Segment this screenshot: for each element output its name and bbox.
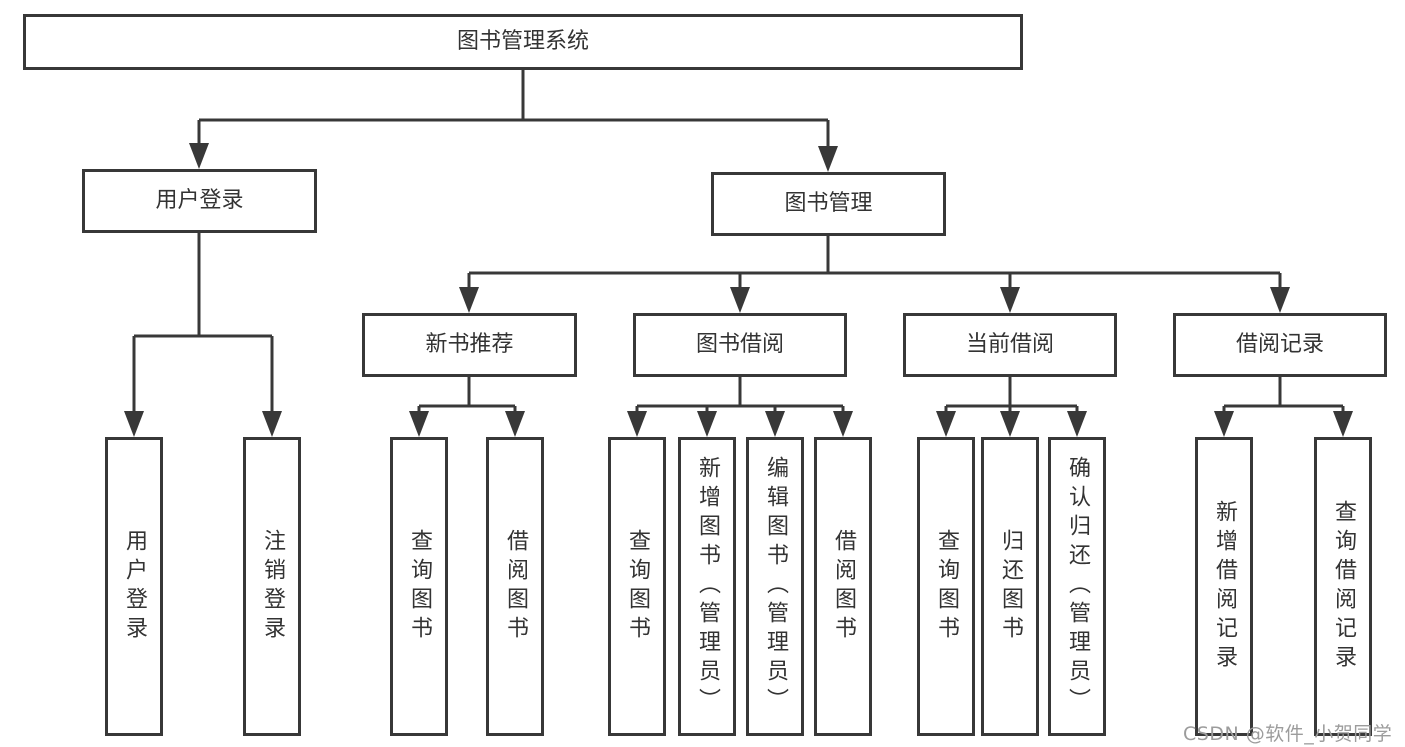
- connector-borrowrecords-to-leaves: [1214, 377, 1353, 437]
- node-new-book-recommend: 新书推荐: [362, 313, 577, 377]
- node-label: 用户登录: [155, 188, 244, 213]
- leaf-current-query: 查询图书: [917, 437, 975, 736]
- node-label: 借阅记录: [1235, 332, 1324, 357]
- leaf-borrow-query: 查询图书: [608, 437, 666, 736]
- node-label: 图书借阅: [695, 332, 784, 357]
- connector-currentborrowing-to-leaves: [936, 377, 1087, 437]
- node-user-login: 用户登录: [82, 169, 317, 233]
- leaf-label: 确认归还（管理员）: [1065, 456, 1090, 717]
- leaf-label: 新增借阅记录: [1212, 499, 1237, 674]
- leaf-label: 归还图书: [998, 528, 1023, 645]
- leaf-newbooks-query: 查询图书: [390, 437, 448, 736]
- leaf-user-login: 用户登录: [105, 437, 163, 736]
- leaf-borrow-add-admin: 新增图书（管理员）: [678, 437, 736, 736]
- leaf-borrow-book: 借阅图书: [814, 437, 872, 736]
- leaf-records-add: 新增借阅记录: [1195, 437, 1253, 736]
- node-label: 新书推荐: [425, 332, 514, 357]
- leaf-label: 借阅图书: [503, 528, 528, 645]
- leaf-label: 新增图书（管理员）: [695, 456, 720, 717]
- leaf-label: 用户登录: [122, 528, 147, 645]
- node-label: 图书管理: [784, 191, 873, 216]
- leaf-newbooks-borrow: 借阅图书: [486, 437, 544, 736]
- leaf-borrow-edit-admin: 编辑图书（管理员）: [746, 437, 804, 736]
- node-borrow-records: 借阅记录: [1173, 313, 1387, 377]
- leaf-current-confirm-admin: 确认归还（管理员）: [1048, 437, 1106, 736]
- leaf-label: 查询借阅记录: [1331, 499, 1356, 674]
- leaf-label: 注销登录: [260, 528, 285, 645]
- connector-bookborrowing-to-leaves: [627, 377, 853, 437]
- connector-bookmgmt-to-level2: [459, 236, 1290, 313]
- node-label: 当前借阅: [965, 332, 1054, 357]
- connector-userlogin-to-leaves: [124, 233, 282, 437]
- csdn-watermark: CSDN @软件_小贺同学: [1183, 723, 1393, 745]
- leaf-label: 查询图书: [934, 528, 959, 645]
- leaf-current-return: 归还图书: [981, 437, 1039, 736]
- leaf-label: 查询图书: [407, 528, 432, 645]
- connector-root-to-level1: [189, 70, 838, 172]
- node-book-borrowing: 图书借阅: [633, 313, 847, 377]
- node-current-borrowing: 当前借阅: [903, 313, 1117, 377]
- leaf-label: 编辑图书（管理员）: [763, 456, 788, 717]
- leaf-label: 查询图书: [625, 528, 650, 645]
- leaf-logout: 注销登录: [243, 437, 301, 736]
- node-label: 图书管理系统: [456, 29, 589, 54]
- node-book-management: 图书管理: [711, 172, 946, 236]
- connector-newbooks-to-leaves: [409, 377, 525, 437]
- node-root-system: 图书管理系统: [23, 14, 1023, 70]
- leaf-label: 借阅图书: [831, 528, 856, 645]
- leaf-records-query: 查询借阅记录: [1314, 437, 1372, 736]
